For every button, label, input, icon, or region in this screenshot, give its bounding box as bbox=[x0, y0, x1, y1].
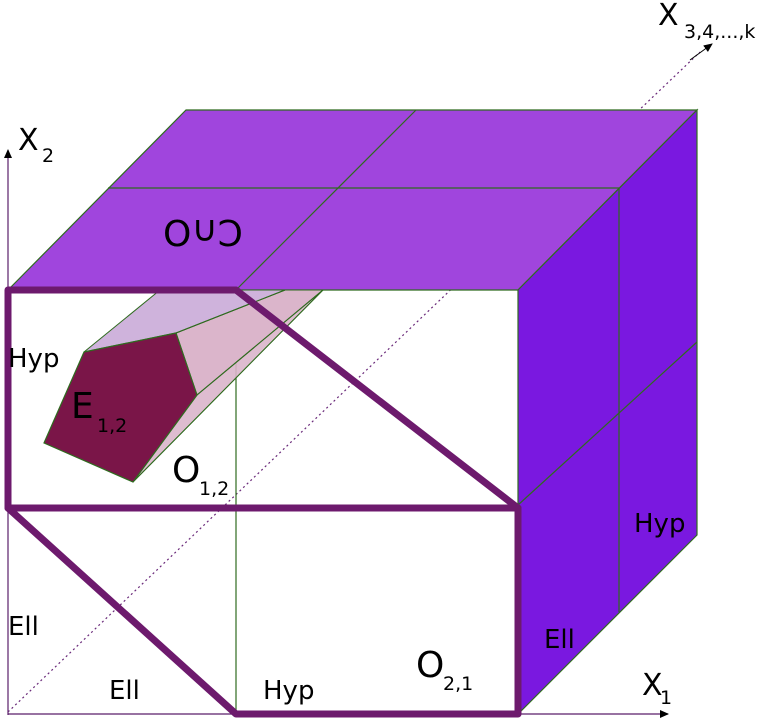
x1-axis-label: X bbox=[642, 668, 663, 703]
top-face-label: C∩O bbox=[163, 211, 243, 252]
region-o21-outline bbox=[4, 504, 522, 718]
o12-label: O bbox=[172, 450, 200, 491]
hyp-bottom-label: Hyp bbox=[263, 676, 314, 706]
prism-edge bbox=[175, 289, 286, 334]
ell-bottom-label: Ell bbox=[109, 676, 140, 706]
x2-axis-subscript: 2 bbox=[42, 145, 54, 167]
x1-axis-subscript: 1 bbox=[660, 687, 672, 709]
xk-axis-label: X bbox=[658, 0, 679, 33]
o12-subscript: 1,2 bbox=[199, 478, 229, 500]
xk-axis-arrow bbox=[689, 43, 713, 61]
x2-axis-label: X bbox=[18, 123, 39, 158]
top-face-grid bbox=[235, 109, 417, 291]
hyp-right-label: Hyp bbox=[634, 509, 685, 539]
xk-axis-subscript: 3,4,...,k bbox=[684, 21, 755, 43]
e12-subscript: 1,2 bbox=[97, 415, 127, 437]
right-face-grid bbox=[517, 341, 698, 506]
hyp-left-label: Hyp bbox=[8, 344, 59, 374]
o21-subscript: 2,1 bbox=[443, 673, 473, 695]
prism-edge bbox=[132, 289, 324, 483]
o21-label: O bbox=[416, 645, 444, 686]
ell-right-label: Ell bbox=[544, 625, 575, 655]
pentagon-e12 bbox=[43, 332, 198, 483]
e12-label: E bbox=[71, 386, 94, 427]
prism-edge bbox=[196, 289, 324, 396]
ell-left-label: Ell bbox=[8, 612, 39, 642]
